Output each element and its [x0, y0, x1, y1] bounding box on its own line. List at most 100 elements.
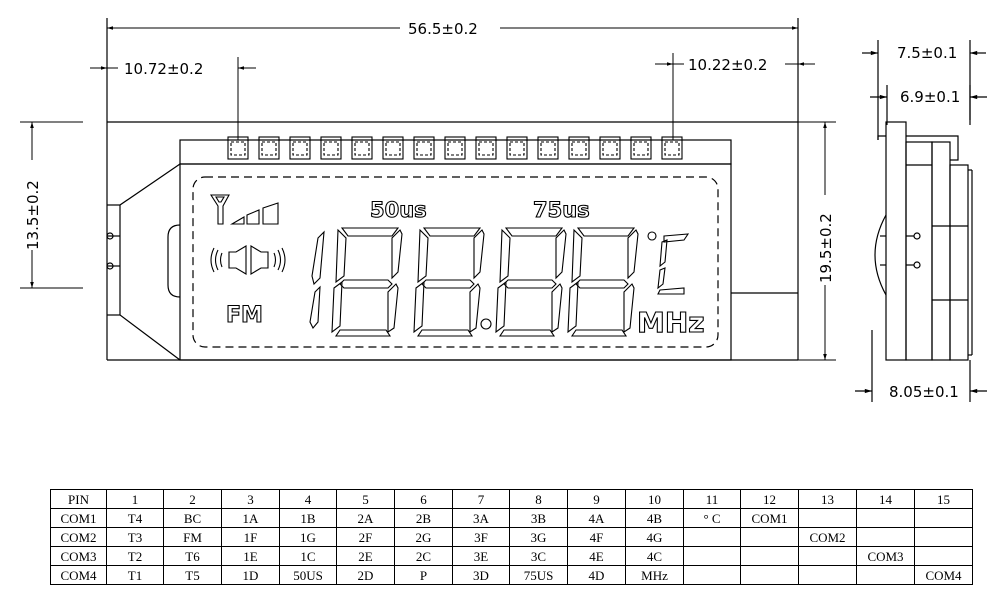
table-cell	[914, 527, 973, 547]
pin-14	[630, 136, 652, 160]
side-view	[855, 40, 987, 402]
table-cell: 1A	[221, 508, 280, 528]
digit-4	[567, 227, 639, 337]
table-cell: 1E	[221, 546, 280, 566]
table-cell: COM3	[50, 546, 107, 566]
digit-1	[331, 227, 403, 337]
table-cell: 3D	[452, 565, 510, 585]
table-cell: 4A	[567, 508, 626, 528]
table-cell: COM4	[50, 565, 107, 585]
table-cell: 1B	[279, 508, 337, 528]
lcd-75us-label: 75us	[533, 198, 590, 222]
header-cell: 10	[625, 489, 684, 509]
pins-row	[227, 136, 683, 160]
lcd-mhz-label: MHz	[637, 306, 705, 339]
pin-3	[289, 136, 311, 160]
header-cell: 5	[336, 489, 395, 509]
table-cell: 3C	[509, 546, 568, 566]
table-cell	[856, 508, 915, 528]
table-cell: COM3	[856, 546, 915, 566]
decimal-point	[480, 318, 492, 330]
dim-viewing-height: 13.5±0.2	[24, 180, 42, 250]
pin-8	[444, 136, 466, 160]
table-cell	[683, 546, 741, 566]
table-cell: ° C	[683, 508, 741, 528]
degree-celsius-icon	[647, 231, 690, 295]
table-cell: COM1	[740, 508, 799, 528]
header-cell: PIN	[50, 489, 107, 509]
table-cell: 4E	[567, 546, 626, 566]
table-cell	[683, 527, 741, 547]
table-cell: 3A	[452, 508, 510, 528]
stereo-speaker-icon	[210, 245, 286, 275]
table-cell: COM4	[914, 565, 973, 585]
table-cell: 4C	[625, 546, 684, 566]
table-cell: 1C	[279, 546, 337, 566]
table-cell	[740, 527, 799, 547]
table-cell: BC	[163, 508, 222, 528]
table-cell: MHz	[625, 565, 684, 585]
pin-6	[382, 136, 404, 160]
header-cell: 12	[740, 489, 799, 509]
table-cell: 1F	[221, 527, 280, 547]
header-cell: 3	[221, 489, 280, 509]
table-cell: 2B	[394, 508, 453, 528]
header-cell: 15	[914, 489, 973, 509]
pin-5	[351, 136, 373, 160]
header-cell: 1	[106, 489, 164, 509]
table-cell: 3G	[509, 527, 568, 547]
pin-2	[258, 136, 280, 160]
dim-side-top-inner: 6.9±0.1	[900, 88, 960, 106]
table-cell	[856, 565, 915, 585]
table-cell	[798, 565, 857, 585]
table-cell: T3	[106, 527, 164, 547]
table-cell: T6	[163, 546, 222, 566]
pin-7	[413, 136, 435, 160]
dim-overall-width: 56.5±0.2	[408, 20, 478, 38]
table-cell: P	[394, 565, 453, 585]
table-cell	[798, 508, 857, 528]
table-cell: COM1	[50, 508, 107, 528]
table-cell: FM	[163, 527, 222, 547]
pin-15	[661, 136, 683, 160]
header-cell: 2	[163, 489, 222, 509]
pin-13	[599, 136, 621, 160]
digit-3	[495, 227, 567, 337]
table-cell: COM2	[50, 527, 107, 547]
table-cell	[798, 546, 857, 566]
table-cell: 2F	[336, 527, 395, 547]
table-cell: 3E	[452, 546, 510, 566]
table-cell: 2E	[336, 546, 395, 566]
table-cell: 4G	[625, 527, 684, 547]
header-cell: 13	[798, 489, 857, 509]
table-cell	[856, 527, 915, 547]
dim-side-top-outer: 7.5±0.1	[897, 44, 957, 62]
table-cell: 4B	[625, 508, 684, 528]
pin-11	[537, 136, 559, 160]
table-cell: 75US	[509, 565, 568, 585]
table-row: COM4 T1 T5 1D 50US 2D P 3D 75US 4D MHz C…	[50, 565, 973, 585]
table-cell: T4	[106, 508, 164, 528]
table-cell: 4F	[567, 527, 626, 547]
antenna-icon	[209, 194, 230, 225]
front-view	[106, 18, 799, 361]
lcd-mechanical-drawing: 56.5±0.2 10.72±0.2 10.22±0.2 13.5±0.2 19…	[20, 18, 987, 402]
table-cell: T1	[106, 565, 164, 585]
lcd-50us-label: 50us	[370, 198, 427, 222]
table-row: COM2 T3 FM 1F 1G 2F 2G 3F 3G 4F 4G COM2	[50, 527, 973, 547]
table-cell: 4D	[567, 565, 626, 585]
table-cell: T2	[106, 546, 164, 566]
table-cell	[683, 565, 741, 585]
table-cell: 1D	[221, 565, 280, 585]
table-cell: 3B	[509, 508, 568, 528]
table-cell: T5	[163, 565, 222, 585]
table-cell: 2A	[336, 508, 395, 528]
digit-leading-one	[309, 230, 325, 329]
pin-10	[506, 136, 528, 160]
header-cell: 7	[452, 489, 510, 509]
header-cell: 11	[683, 489, 741, 509]
table-cell	[914, 508, 973, 528]
dim-right-pin-offset: 10.22±0.2	[688, 56, 767, 74]
pin-4	[320, 136, 342, 160]
table-cell: 50US	[279, 565, 337, 585]
